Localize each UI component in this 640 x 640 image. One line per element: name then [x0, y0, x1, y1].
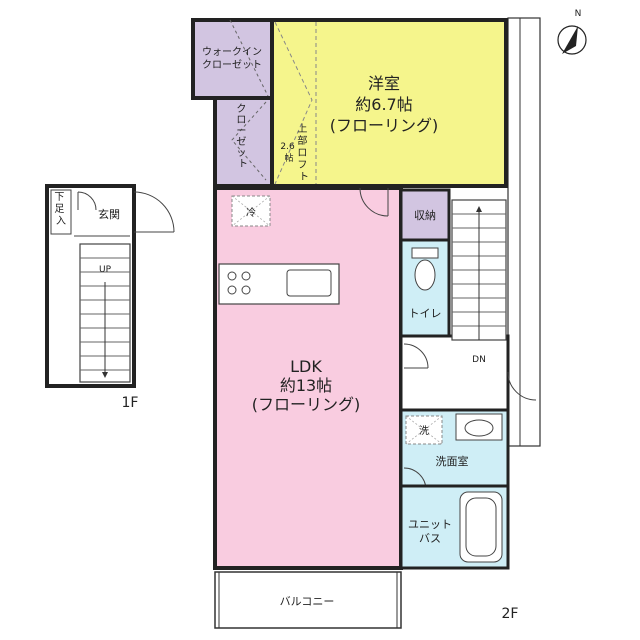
stair-down-label: DN: [472, 355, 486, 365]
ldk: [213, 186, 403, 570]
closet-char-5: ッ: [236, 148, 246, 159]
walk-in-closet-label-2: クローゼット: [202, 59, 262, 71]
loft-size-num: 2.6: [280, 142, 295, 152]
loft-char-2: 部: [297, 134, 307, 147]
loft-label: 上 部 ロ フ ト: [297, 123, 310, 183]
loft-ladder: [274, 21, 313, 185]
loft-char-4: フ: [297, 160, 307, 171]
hall-door-swing: [403, 343, 429, 369]
unit-bath-label-2: バス: [419, 532, 441, 545]
stair-arrowhead-2f: [476, 206, 482, 212]
closet-char-6: ト: [238, 159, 248, 170]
western-room: [270, 18, 508, 188]
western-room-size: 約6.7帖: [355, 95, 412, 114]
shoe-box-label: 下 足 入: [54, 192, 67, 227]
north-compass: N: [557, 9, 587, 55]
ldk-name: LDK: [290, 357, 322, 376]
loft-size-label: 2.6 帖: [280, 142, 297, 164]
entry-door-swing: [507, 371, 537, 401]
shoe-box-char-2: 足: [54, 203, 64, 215]
walk-in-closet-label-1: ウォークイン: [202, 46, 262, 58]
closet-label: ク ロ ー ゼ ッ ト: [236, 103, 249, 170]
burner-1: [227, 271, 237, 281]
fridge-label: 冷: [246, 206, 256, 219]
hall: [399, 334, 510, 412]
unit-bath-label-1: ユニット: [408, 518, 452, 531]
burner-4: [241, 285, 251, 295]
loft-size-unit: 帖: [284, 152, 293, 164]
washroom-label: 洗面室: [436, 454, 469, 468]
floor-2f: 洋室 約6.7帖 (フローリング) 上 部 ロ フ ト 2.6 帖 ウォークイン…: [191, 17, 541, 629]
compass-arrow-icon: [562, 26, 578, 54]
entrance-door-swing: [133, 191, 175, 233]
compass-letter: N: [575, 9, 582, 19]
stair-up-label: UP: [99, 265, 112, 275]
loft-char-5: ト: [299, 172, 309, 183]
ldk-floor: (フローリング): [252, 395, 361, 414]
right-shaft: [507, 17, 541, 447]
closet-door: [231, 101, 267, 181]
floor-2f-label: 2F: [502, 606, 519, 622]
closet-char-4: ゼ: [236, 136, 246, 148]
storage-label: 収納: [414, 209, 436, 222]
stair-arrowhead-1f: [102, 372, 108, 378]
kitchen-sink: [286, 269, 332, 297]
floor-1f-label: 1F: [122, 395, 139, 411]
walk-in-closet: [191, 18, 274, 100]
balcony-label: バルコニー: [280, 595, 335, 608]
burner-2: [241, 271, 251, 281]
shoe-box: [50, 189, 72, 235]
wash-basin: [464, 419, 494, 437]
loft-char-3: ロ: [297, 148, 307, 159]
closet-char-1: ク: [236, 103, 246, 115]
bathtub-inner: [465, 497, 497, 557]
walk-in-closet-door: [229, 19, 269, 97]
balcony: [214, 571, 402, 629]
toilet-bowl: [414, 259, 436, 291]
entrance-inner-door-swing: [77, 191, 97, 211]
loft-char-1: 上: [297, 123, 307, 135]
closet-char-2: ロ: [236, 115, 246, 126]
shoe-box-char-1: 下: [54, 192, 64, 203]
toilet-label: トイレ: [409, 307, 442, 320]
western-room-floor: (フローリング): [330, 116, 439, 135]
toilet-tank: [411, 247, 439, 259]
entrance-label: 玄関: [98, 207, 120, 221]
closet-char-3: ー: [236, 126, 246, 137]
washer-label: 洗: [419, 425, 429, 437]
floor-1f: UP 下 足 入 玄関 1F: [45, 184, 175, 411]
burner-3: [227, 285, 237, 295]
ldk-door-swing: [359, 187, 389, 217]
fridge-cross-2: [231, 195, 271, 227]
ldk-size: 約13帖: [280, 376, 332, 395]
washer-space: [405, 415, 443, 445]
western-room-name: 洋室: [368, 74, 400, 93]
shoe-box-char-3: 入: [56, 216, 66, 227]
